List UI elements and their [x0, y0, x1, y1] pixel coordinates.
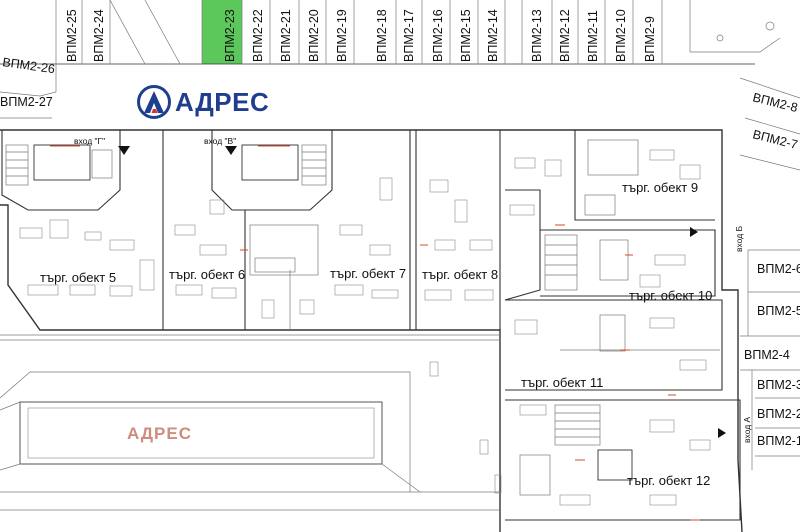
parking-space-label[interactable]: ВПМ2-16 — [431, 9, 445, 62]
parking-space-label[interactable]: ВПМ2-15 — [459, 9, 473, 62]
unit-8-label[interactable]: търг. обект 8 — [422, 267, 498, 282]
parking-space-label[interactable]: ВПМ2-2 — [757, 407, 800, 421]
entrance-a-label[interactable]: вход А — [742, 416, 752, 443]
parking-space-label[interactable]: ВПМ2-11 — [586, 10, 600, 62]
entrance-v-arrow — [225, 146, 237, 155]
parking-right-strip — [739, 77, 800, 470]
parking-space-highlight[interactable] — [202, 0, 242, 64]
unit-5-label[interactable]: търг. обект 5 — [40, 270, 116, 285]
entrance-a-arrow — [718, 428, 726, 438]
parking-space-label[interactable]: ВПМ2-10 — [614, 9, 628, 62]
parking-space-label[interactable]: ВПМ2-20 — [307, 9, 321, 62]
parking-space-label[interactable]: ВПМ2-1 — [757, 434, 800, 448]
parking-space-label[interactable]: ВПМ2-3 — [757, 378, 800, 392]
parking-space-label[interactable]: ВПМ2-26 — [2, 55, 56, 76]
parking-space-label[interactable]: ВПМ2-21 — [279, 9, 293, 62]
parking-space-label[interactable]: ВПМ2-4 — [744, 348, 790, 362]
parking-space-label[interactable]: ВПМ2-9 — [643, 16, 657, 62]
parking-space-label[interactable]: ВПМ2-5 — [757, 304, 800, 318]
parking-space-label[interactable]: ВПМ2-8 — [751, 90, 799, 115]
parking-space-label[interactable]: ВПМ2-18 — [375, 9, 389, 62]
unit-6-label[interactable]: търг. обект 6 — [169, 267, 245, 282]
parking-space-label[interactable]: ВПМ2-6 — [757, 262, 800, 276]
parking-top-row — [0, 0, 781, 119]
a-letter-icon — [144, 91, 164, 113]
unit-12-label[interactable]: търг. обект 12 — [627, 473, 710, 488]
furniture — [19, 149, 711, 521]
brand-watermark: АДРЕС — [127, 424, 192, 443]
entrance-g-arrow — [118, 146, 130, 155]
entrance-g-label[interactable]: вход "Г" — [74, 136, 105, 146]
parking-space-label[interactable]: ВПМ2-24 — [92, 9, 106, 62]
parking-space-label-highlighted[interactable]: ВПМ2-23 — [223, 9, 237, 62]
brand-logo-icon — [137, 85, 171, 119]
entrance-b-label[interactable]: вход Б — [734, 225, 744, 252]
unit-10-label[interactable]: търг. обект 10 — [629, 288, 712, 303]
parking-space-label[interactable]: ВПМ2-14 — [486, 9, 500, 62]
parking-labels: ВПМ2-25 ВПМ2-24 ВПМ2-23 ВПМ2-22 ВПМ2-21 … — [0, 9, 800, 448]
building-walls — [0, 129, 743, 532]
parking-space-label[interactable]: ВПМ2-27 — [0, 95, 53, 109]
parking-space-label[interactable]: ВПМ2-17 — [402, 9, 416, 62]
brand-name: АДРЕС — [175, 86, 270, 117]
parking-space-label[interactable]: ВПМ2-12 — [558, 9, 572, 62]
unit-labels: търг. обект 5 търг. обект 6 търг. обект … — [40, 180, 712, 488]
entrance-v-label[interactable]: вход "В" — [204, 136, 236, 146]
unit-11-label[interactable]: търг. обект 11 — [521, 375, 603, 390]
parking-space-label[interactable]: ВПМ2-25 — [65, 9, 79, 62]
unit-9-label[interactable]: търг. обект 9 — [622, 180, 698, 195]
parking-space-label[interactable]: ВПМ2-19 — [335, 9, 349, 62]
brand-logo[interactable]: АДРЕС — [137, 84, 269, 120]
entrances: вход "Г" вход "В" вход Б вход А — [74, 136, 752, 443]
parking-space-label[interactable]: ВПМ2-13 — [530, 9, 544, 62]
entrance-b-arrow — [690, 227, 698, 237]
parking-space-label[interactable]: ВПМ2-7 — [751, 127, 799, 152]
parking-space-label[interactable]: ВПМ2-22 — [251, 9, 265, 62]
outdoor-area — [0, 361, 502, 511]
unit-7-label[interactable]: търг. обект 7 — [330, 266, 406, 281]
